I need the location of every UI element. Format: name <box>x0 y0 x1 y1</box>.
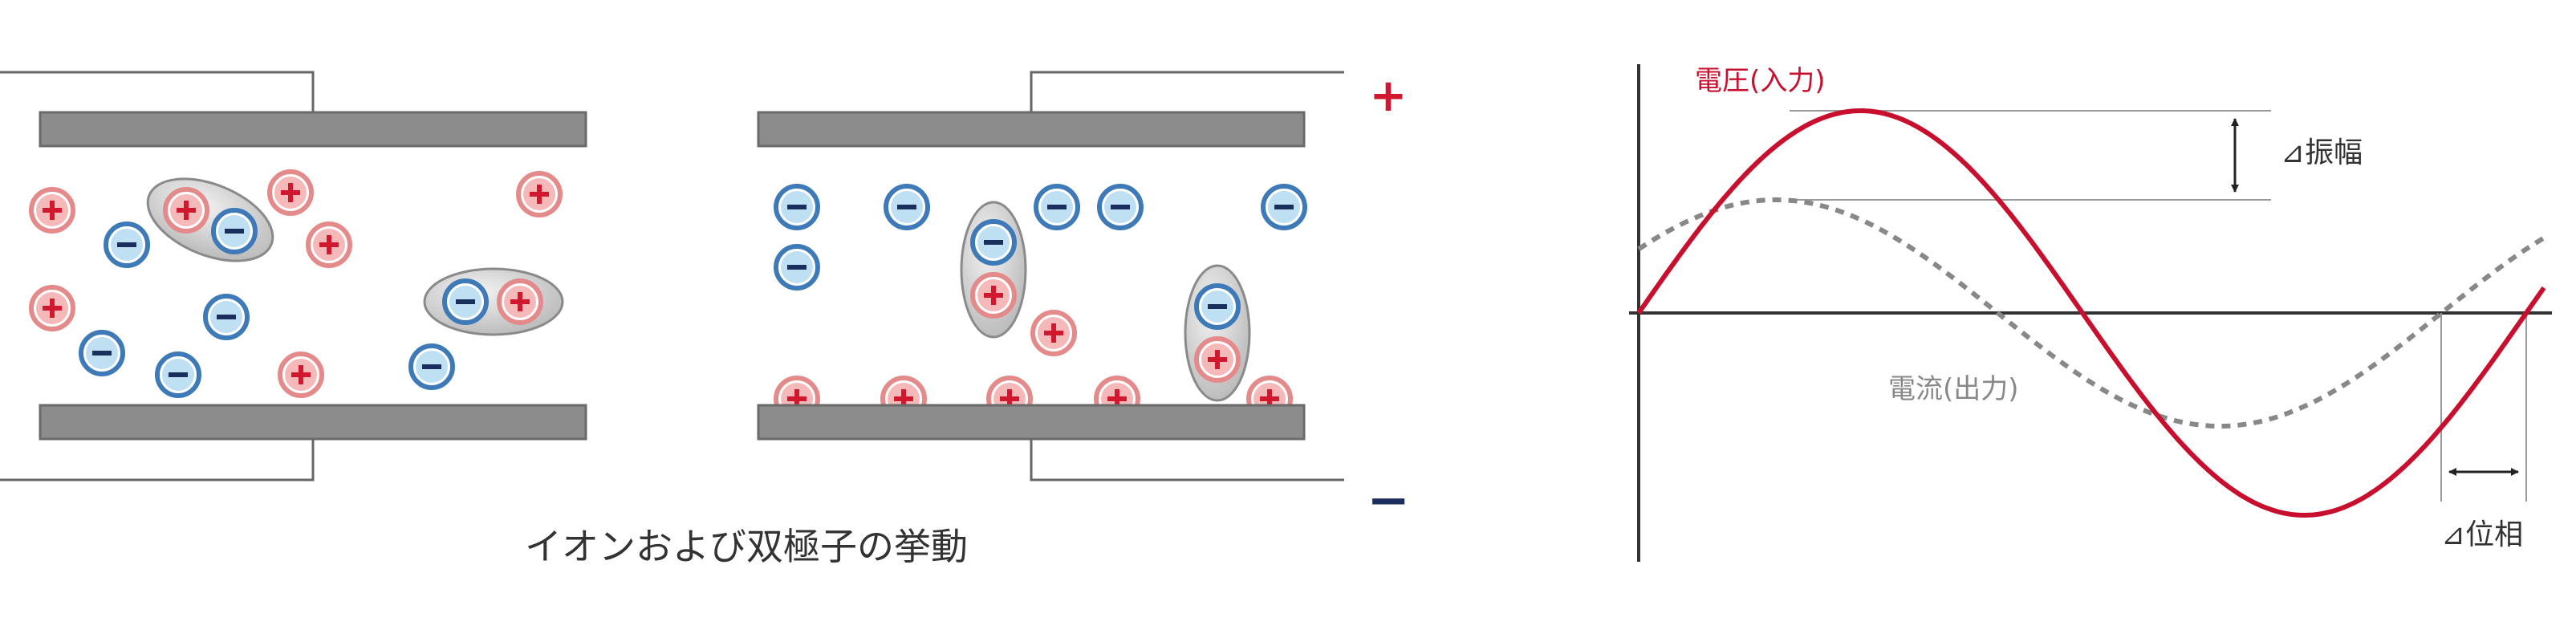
voltage-wave <box>1636 108 2546 518</box>
bottom-plate <box>757 404 1306 441</box>
terminal-minus-label: − <box>1367 471 1410 530</box>
bottom-plate <box>39 404 587 441</box>
current-label: 電流(出力) <box>1888 373 2019 405</box>
phase-label: ⊿位相 <box>2441 518 2523 551</box>
negative-ion <box>155 351 201 398</box>
wave-graph: ⊿振幅 ⊿位相 電圧(入力) 電流(出力) <box>1629 64 2552 562</box>
negative-ion <box>104 221 150 268</box>
negative-ion <box>884 184 930 230</box>
positive-ion <box>1030 310 1077 356</box>
dipole <box>960 201 1027 339</box>
positive-ion <box>29 285 75 331</box>
negative-ion <box>970 219 1017 266</box>
diagram-caption: イオンおよび双極子の挙動 <box>525 525 968 568</box>
capacitor-unpolarized <box>0 71 587 482</box>
positive-ion <box>516 171 563 217</box>
bottom-wire <box>1030 439 1344 482</box>
capacitor-polarized: + − <box>757 70 1410 530</box>
negative-ion <box>774 184 820 230</box>
positive-ion <box>970 272 1017 319</box>
negative-ion <box>408 343 455 390</box>
amplitude-label: ⊿振幅 <box>2281 136 2363 169</box>
terminal-plus-label: + <box>1370 70 1408 122</box>
dipole <box>423 267 564 336</box>
top-wire <box>0 71 315 112</box>
current-wave <box>1637 197 2546 429</box>
positive-ion <box>267 169 314 216</box>
bottom-wire <box>0 439 315 482</box>
positive-ion <box>306 221 352 268</box>
positive-ion <box>163 187 209 234</box>
ion-group <box>29 169 564 398</box>
positive-ion <box>1194 336 1241 383</box>
negative-ion <box>774 244 820 291</box>
negative-ion <box>79 330 125 376</box>
negative-ion <box>1194 283 1241 330</box>
dipole <box>1184 264 1251 402</box>
top-plate <box>39 111 587 148</box>
negative-ion <box>442 278 489 325</box>
top-wire <box>1030 71 1344 112</box>
negative-ion <box>203 294 250 340</box>
voltage-label: 電圧(入力) <box>1695 65 1826 97</box>
negative-ion <box>1261 184 1307 230</box>
negative-ion <box>1097 184 1144 230</box>
negative-ion <box>211 208 258 254</box>
negative-ion <box>1034 184 1080 230</box>
top-plate <box>757 111 1306 148</box>
positive-ion <box>29 187 75 234</box>
dipole <box>146 177 274 262</box>
positive-ion <box>497 278 543 325</box>
ion-group <box>774 184 1307 422</box>
positive-ion <box>278 351 324 398</box>
